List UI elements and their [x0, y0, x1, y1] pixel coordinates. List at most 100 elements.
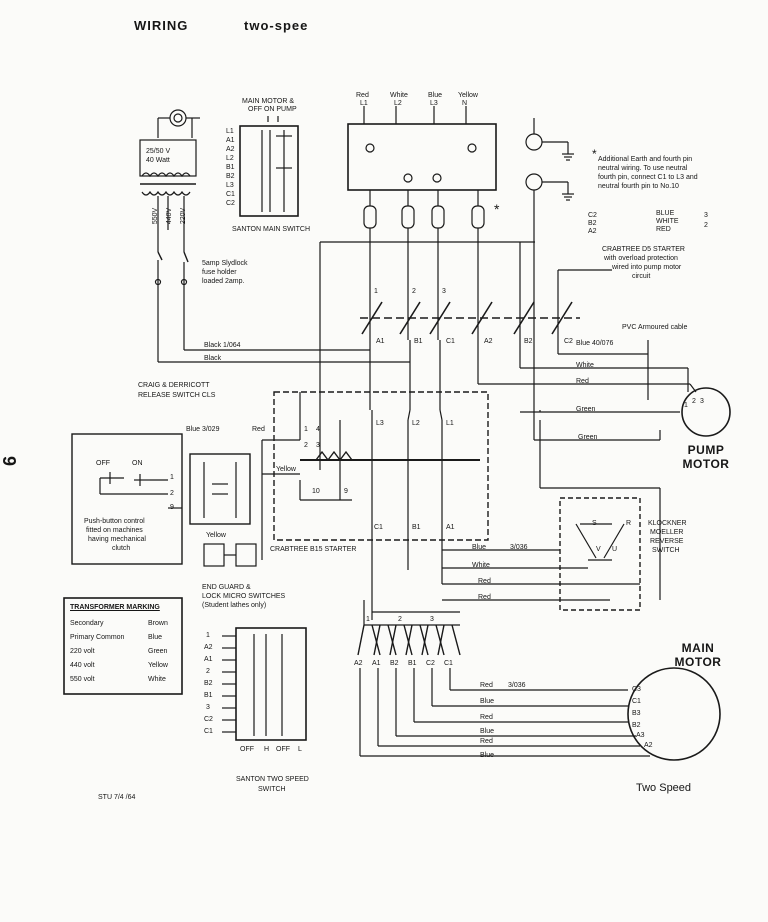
two-speed-term: C2	[204, 716, 213, 723]
b15-coil-1: 1	[304, 426, 308, 433]
marking-label: 440 volt	[70, 662, 95, 669]
reverse-term-v: V	[596, 546, 601, 553]
pushbutton-off: OFF	[96, 460, 110, 467]
contact-a2: A2	[484, 338, 493, 345]
contact-1: 1	[374, 288, 378, 295]
marking-value: Green	[148, 648, 168, 655]
two-speed-pos-off-1: OFF	[240, 746, 254, 753]
footer-caption: Two Speed	[636, 782, 692, 794]
b15-bottom-a1: A1	[446, 524, 455, 531]
pump-motor-symbol	[681, 387, 731, 437]
two-speed-term: C1	[204, 728, 213, 735]
b15-coil-2: 2	[304, 442, 308, 449]
wire-3036-num: 3/036	[510, 544, 528, 551]
main-motor-symbol	[627, 667, 721, 761]
pushbutton-num-2: 2	[170, 490, 174, 497]
two-speed-pos-h: H	[264, 746, 270, 753]
pushbutton-note-4: clutch	[112, 545, 131, 552]
main-motor-label-1: MAIN	[681, 641, 715, 655]
marking-label: 220 volt	[70, 648, 95, 655]
page-title-wiring: WIRING	[134, 18, 189, 33]
d5-num-2: 2	[704, 222, 708, 229]
two-speed-term: B2	[204, 680, 213, 687]
reverse-switch-box	[559, 497, 641, 611]
two-speed-caption-1: SANTON TWO SPEED	[236, 776, 309, 783]
main-switch-term: B2	[226, 173, 235, 180]
marking-value: Brown	[148, 620, 168, 627]
main-motor-wire: Blue	[480, 698, 495, 705]
b15-caption: CRABTREE B15 STARTER	[270, 546, 357, 553]
contact-3: 3	[442, 288, 446, 295]
lower-contact-c1: C1	[444, 660, 453, 667]
pushbutton-note-1: Push-button control	[84, 518, 145, 525]
main-motor-wire: Red	[480, 738, 493, 745]
pushbutton-note-2: fitted on machines	[86, 527, 143, 534]
lower-contact-a1: A1	[372, 660, 381, 667]
d5-line2: with overload protection	[604, 255, 678, 262]
two-speed-caption-2: SWITCH	[258, 786, 286, 793]
tap-440v: 440V	[166, 207, 174, 225]
b15-bottom-b1: B1	[412, 524, 421, 531]
d5-wire-red: RED	[656, 226, 671, 233]
pump-motor-label-2: MOTOR	[682, 457, 730, 471]
main-motor-wire: Red	[480, 714, 493, 721]
b15-coil-3: 3	[316, 442, 320, 449]
fuse-holder-line2: fuse holder	[202, 269, 237, 276]
d5-term-a2: A2	[588, 228, 597, 235]
page-title-two-speed: two-spee	[244, 18, 309, 33]
reverse-switch-line2: MOELLER	[650, 529, 684, 536]
b15-bottom-c1: C1	[374, 524, 383, 531]
d5-wire-blue: BLUE	[656, 210, 675, 217]
earth-note-line1: Additional Earth and fourth pin	[598, 156, 693, 163]
transformer-rating-2: 40 Watt	[146, 157, 170, 164]
marking-label: Primary Common	[70, 634, 125, 641]
wire-green: Green	[576, 406, 596, 413]
earth-note-line2: neutral wiring. To use neutral	[598, 165, 688, 172]
lower-contact-b1: B1	[408, 660, 417, 667]
santon-main-switch-box	[239, 125, 299, 217]
b15-aux-9: 9	[344, 488, 348, 495]
contact-2: 2	[412, 288, 416, 295]
main-switch-term: L1	[226, 128, 234, 135]
reverse-term-r: R	[626, 520, 632, 527]
reverse-switch-line4: SWITCH	[652, 547, 680, 554]
two-speed-term: A1	[204, 656, 213, 663]
d5-term-c2: C2	[588, 212, 597, 219]
earth-note-line3: fourth pin, connect C1 to L3 and	[598, 174, 698, 181]
wire-red-3: Red	[478, 594, 491, 601]
wire-black-1064: Black 1/064	[204, 342, 241, 349]
wire-white-2: White	[472, 562, 490, 569]
main-switch-caption: SANTON MAIN SWITCH	[232, 226, 311, 233]
terminal-n: N	[462, 100, 468, 107]
end-guard-line2: LOCK MICRO SWITCHES	[202, 593, 286, 600]
reverse-term-u: U	[612, 546, 618, 553]
wire-yellow-b15: Yellow	[276, 466, 296, 473]
wire-red-b15: Red	[252, 426, 265, 433]
b15-top-l2: L2	[412, 420, 420, 427]
transformer-marking-title: TRANSFORMER MARKING	[70, 604, 160, 611]
terminal-color-blue: Blue	[428, 92, 443, 99]
main-motor-term-a2: A2	[644, 742, 653, 749]
transformer-rating-1: 25/50 V	[146, 148, 171, 155]
page-number: 9	[0, 455, 20, 467]
lower-contact-2: 2	[398, 616, 402, 623]
contact-c1: C1	[446, 338, 455, 345]
main-motor-wire: Blue	[480, 728, 495, 735]
two-speed-term: 2	[206, 668, 210, 675]
end-guard-line3: (Student lathes only)	[202, 602, 267, 609]
tap-220v: 220V	[180, 207, 188, 225]
fuse-holder-line3: loaded 2amp.	[202, 278, 245, 285]
d5-wire-white: WHITE	[656, 218, 679, 225]
two-speed-term: A2	[204, 644, 213, 651]
wire-white: White	[576, 362, 594, 369]
d5-term-b2: B2	[588, 220, 597, 227]
d5-line4: circuit	[632, 273, 651, 280]
lower-contact-1: 1	[366, 616, 370, 623]
lower-contact-a2: A2	[354, 660, 363, 667]
main-motor-wire: Red	[480, 682, 493, 689]
main-switch-term: B1	[226, 164, 235, 171]
terminal-color-white: White	[390, 92, 408, 99]
wire-green-2: Green	[578, 434, 598, 441]
contact-c2: C2	[564, 338, 573, 345]
two-speed-term: 3	[206, 704, 210, 711]
